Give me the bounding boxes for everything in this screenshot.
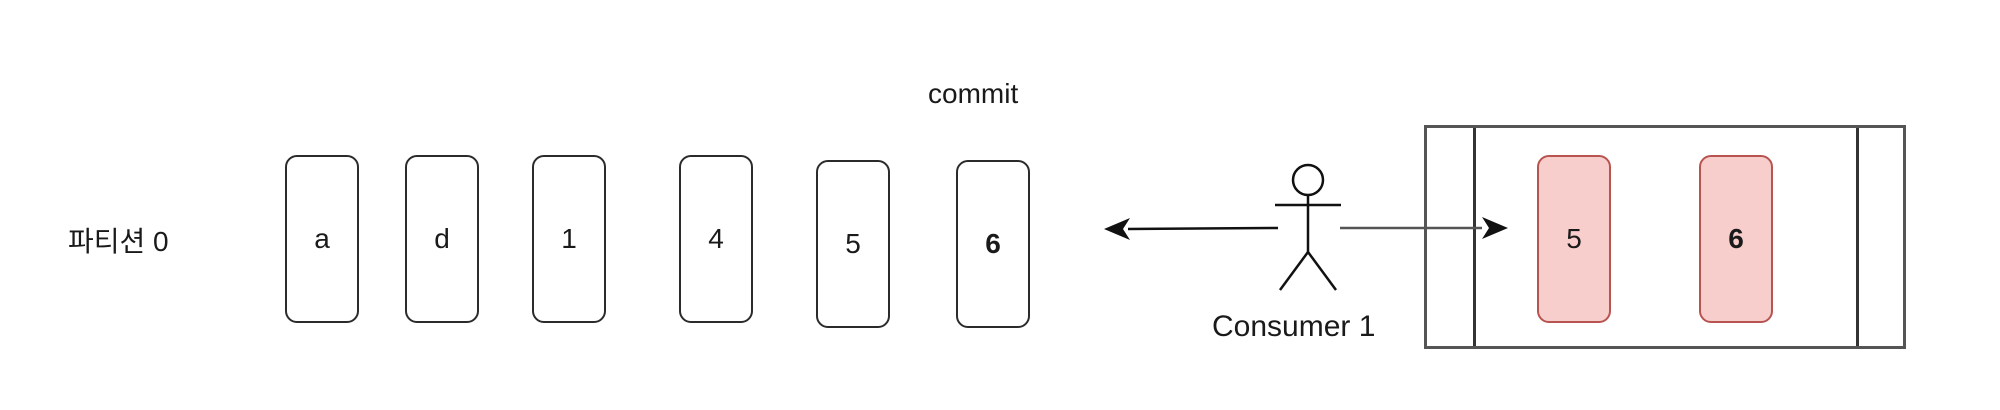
buffer-divider-right xyxy=(1856,128,1859,346)
fetch-arrow xyxy=(1340,217,1508,239)
record-text: 6 xyxy=(985,228,1001,259)
record-text: 6 xyxy=(1728,223,1744,254)
consumer-label: Consumer 1 xyxy=(1212,310,1376,343)
record-text: 4 xyxy=(708,223,724,254)
commit-label: commit xyxy=(928,78,1019,109)
record-text: 5 xyxy=(1566,223,1582,254)
partition-record: a xyxy=(285,155,359,323)
commit-arrow xyxy=(1104,218,1279,240)
partition-record: 5 xyxy=(816,160,890,328)
partition-label: 파티션 0 xyxy=(68,226,169,257)
record-text: a xyxy=(314,223,330,254)
partition-record-committed: 6 xyxy=(956,160,1030,328)
consumer-actor-icon xyxy=(1275,163,1341,291)
consumer-buffer xyxy=(1424,125,1906,349)
partition-record: 4 xyxy=(679,155,753,323)
partition-record: 1 xyxy=(532,155,606,323)
record-text: 1 xyxy=(561,223,577,254)
buffer-divider-left xyxy=(1473,128,1476,346)
buffered-record: 5 xyxy=(1537,155,1611,323)
buffered-record: 6 xyxy=(1699,155,1773,323)
partition-record: d xyxy=(405,155,479,323)
record-text: 5 xyxy=(845,228,861,259)
record-text: d xyxy=(434,223,450,254)
